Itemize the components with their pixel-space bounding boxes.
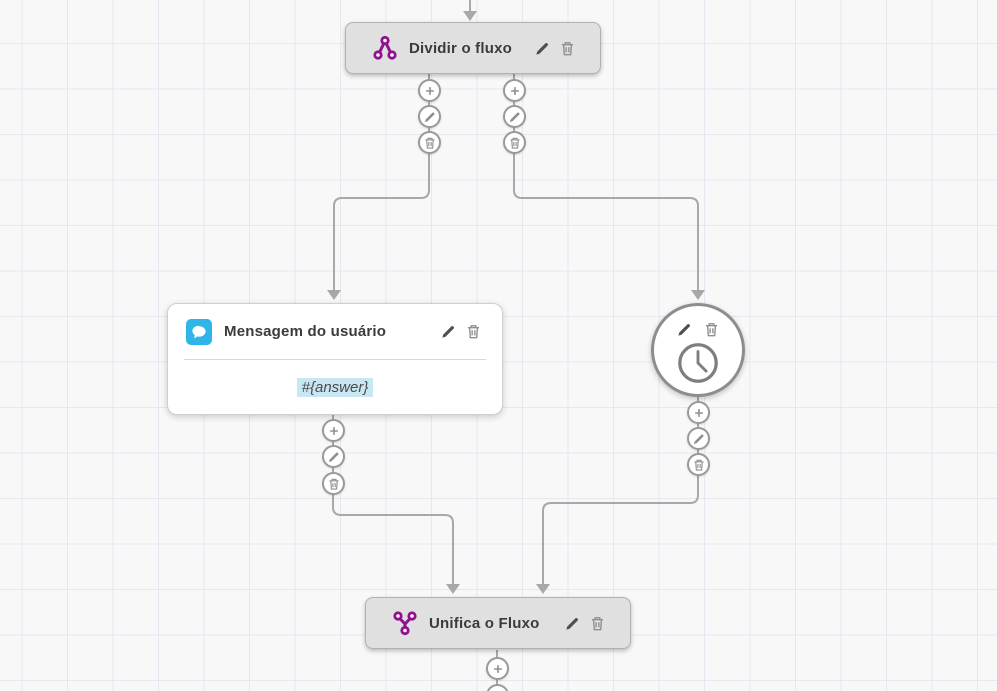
pencil-icon xyxy=(508,110,522,124)
arrowhead xyxy=(536,584,550,594)
trash-icon xyxy=(327,477,341,491)
node-title: Mensagem do usuário xyxy=(224,323,387,340)
pencil-icon xyxy=(423,110,437,124)
wire-split-to-message xyxy=(333,74,430,291)
arrowheads xyxy=(327,11,705,594)
plus-port-button[interactable] xyxy=(503,79,526,102)
wire-timer-to-merge xyxy=(542,396,699,585)
plus-icon xyxy=(508,84,522,98)
arrowhead xyxy=(691,290,705,300)
edit-node-button[interactable] xyxy=(563,614,581,632)
edit-port-button[interactable] xyxy=(418,105,441,128)
edit-port-button[interactable] xyxy=(503,105,526,128)
plus-port-button[interactable] xyxy=(687,401,710,424)
trash-icon xyxy=(508,136,522,150)
plus-icon xyxy=(423,84,437,98)
trash-icon xyxy=(423,136,437,150)
edit-port-button[interactable] xyxy=(687,427,710,450)
delete-port-button[interactable] xyxy=(418,131,441,154)
trash-icon xyxy=(703,321,720,338)
delete-node-button[interactable] xyxy=(703,320,721,338)
delete-port-button[interactable] xyxy=(687,453,710,476)
plus-port-button[interactable] xyxy=(418,79,441,102)
split-flow-icon xyxy=(373,35,397,60)
plus-icon xyxy=(327,424,341,438)
node-title: Dividir o fluxo xyxy=(409,39,513,57)
edit-node-button[interactable] xyxy=(439,323,457,341)
pencil-icon xyxy=(564,615,581,632)
clock-icon xyxy=(678,343,718,383)
chat-bubble-icon xyxy=(186,318,212,345)
wire-split-to-timer xyxy=(513,74,699,291)
edit-node-button[interactable] xyxy=(533,39,551,57)
node-split-flow[interactable]: Dividir o fluxo xyxy=(345,22,601,74)
node-title: Unifica o Fluxo xyxy=(429,614,540,632)
edit-node-button[interactable] xyxy=(676,320,694,338)
wire-message-to-merge xyxy=(332,414,454,585)
merge-flow-icon xyxy=(393,611,417,636)
plus-port-button[interactable] xyxy=(322,419,345,442)
trash-icon xyxy=(692,458,706,472)
pencil-icon xyxy=(534,40,551,57)
pencil-icon xyxy=(440,323,457,340)
edit-port-button[interactable] xyxy=(322,445,345,468)
trash-icon xyxy=(589,615,606,632)
arrowhead xyxy=(446,584,460,594)
plus-port-button[interactable] xyxy=(486,657,509,680)
delete-port-button[interactable] xyxy=(322,472,345,495)
arrowhead xyxy=(327,290,341,300)
delete-port-button[interactable] xyxy=(503,131,526,154)
delete-node-button[interactable] xyxy=(558,39,576,57)
card-divider xyxy=(184,359,486,360)
pencil-icon xyxy=(327,450,341,464)
delete-node-button[interactable] xyxy=(464,323,482,341)
trash-icon xyxy=(465,323,482,340)
delete-node-button[interactable] xyxy=(588,614,606,632)
arrowhead xyxy=(463,11,477,21)
trash-icon xyxy=(559,40,576,57)
plus-icon xyxy=(692,406,706,420)
node-user-message[interactable]: Mensagem do usuário #{answer} xyxy=(167,303,503,415)
plus-icon xyxy=(491,662,505,676)
pencil-icon xyxy=(692,432,706,446)
wires xyxy=(332,0,699,691)
node-merge-flow[interactable]: Unifica o Fluxo xyxy=(365,597,631,649)
node-timer[interactable] xyxy=(651,303,745,397)
answer-variable-chip[interactable]: #{answer} xyxy=(296,377,374,397)
pencil-icon xyxy=(676,321,693,338)
